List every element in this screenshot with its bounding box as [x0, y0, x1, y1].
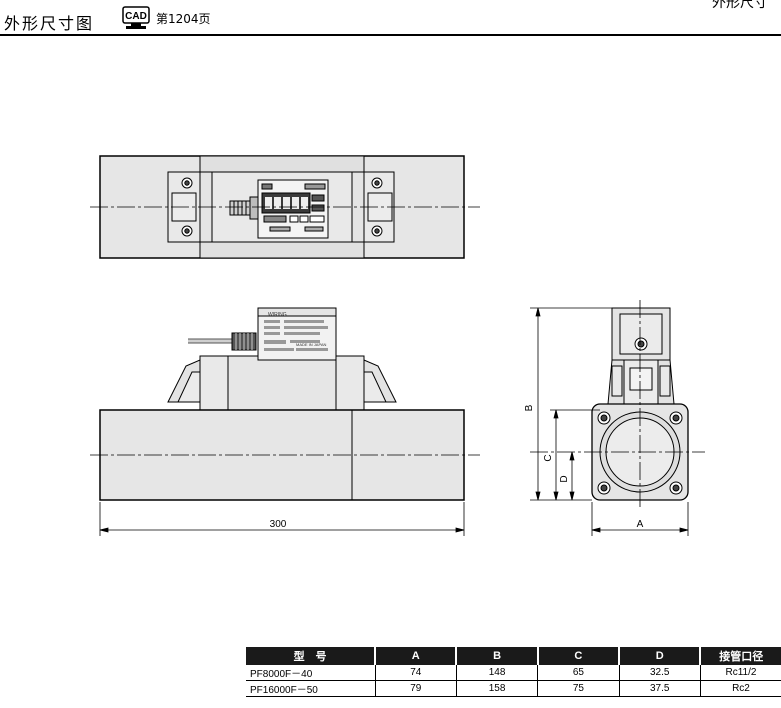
spec-table: 型 号 A B C D 接管口径 PF8000F－40 74 148 65 32… [246, 647, 781, 697]
dimension-300-label: 300 [270, 519, 287, 530]
col-header-d: D [619, 647, 702, 665]
table-row: PF8000F－40 74 148 65 32.5 Rc11/2 [246, 665, 781, 681]
dimension-300 [99, 502, 465, 536]
front-view [99, 307, 465, 501]
dimension-drawing: WIRING MADE IN JAPAN 300 [90, 155, 705, 536]
dimension-b-label: B [524, 404, 535, 411]
page-reference[interactable]: 第1204页 [156, 12, 211, 26]
sensor-label: WIRING [268, 312, 287, 318]
cell-a: 74 [375, 665, 457, 681]
col-header-model: 型 号 [246, 647, 377, 665]
cell-d: 37.5 [619, 680, 701, 697]
dimension-c-label: C [543, 454, 554, 461]
col-header-b: B [456, 647, 539, 665]
cell-a: 79 [375, 680, 457, 697]
cad-icon[interactable]: CAD [122, 6, 152, 32]
table-row: PF16000F－50 79 158 75 37.5 Rc2 [246, 680, 781, 697]
cell-model: PF8000F－40 [246, 665, 376, 681]
cell-b: 158 [456, 680, 539, 697]
sensor-made-in: MADE IN JAPAN [296, 342, 326, 347]
table-header-row: 型 号 A B C D 接管口径 [246, 647, 781, 665]
dimension-d-label: D [559, 475, 570, 482]
dimension-a-label: A [637, 519, 644, 530]
cell-d: 32.5 [619, 665, 701, 681]
col-header-a: A [375, 647, 458, 665]
cell-b: 148 [456, 665, 539, 681]
dimension-a [591, 502, 689, 536]
col-header-c: C [537, 647, 621, 665]
cad-badge-text: CAD [125, 11, 147, 22]
cell-port: Rc11/2 [700, 665, 781, 681]
cell-c: 75 [537, 680, 620, 697]
cell-model: PF16000F－50 [246, 680, 376, 697]
cell-c: 65 [537, 665, 620, 681]
header-rule [0, 34, 781, 36]
page-title: 外形尺寸图 [4, 14, 95, 33]
header-right-text: 外形尺寸 [712, 0, 768, 11]
col-header-port: 接管口径 [700, 647, 781, 665]
dimension-bcd [530, 307, 612, 501]
cell-port: Rc2 [700, 680, 781, 697]
